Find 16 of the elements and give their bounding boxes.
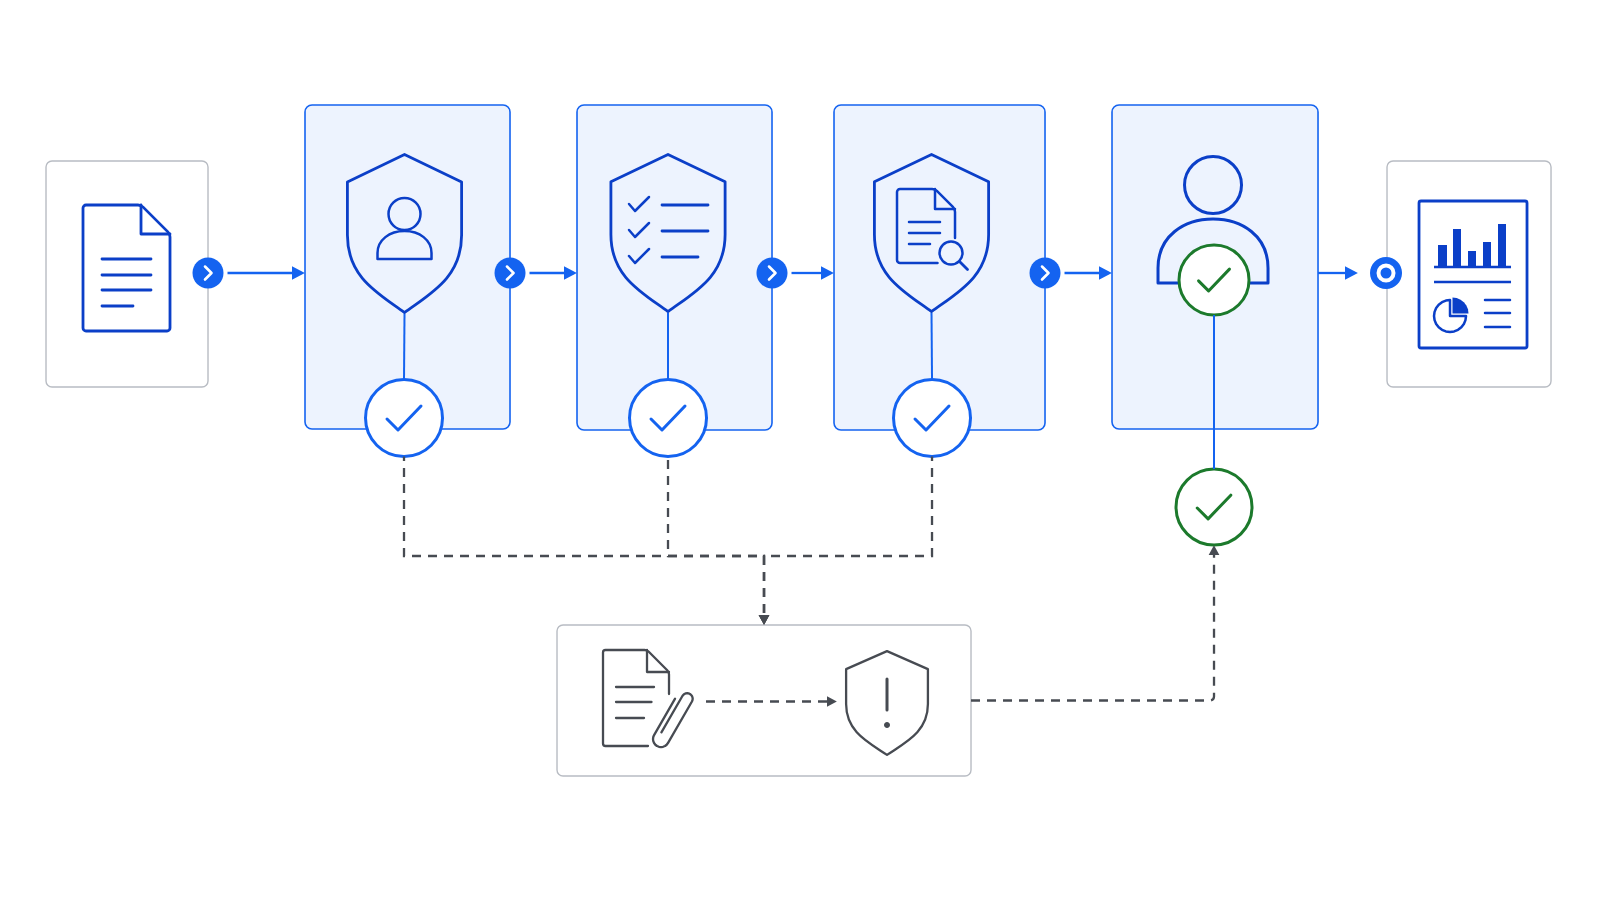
card — [1386, 160, 1552, 388]
document-attachment-icon — [601, 648, 694, 749]
card — [556, 624, 972, 777]
card — [45, 160, 209, 388]
connector-line — [667, 312, 669, 381]
panel — [576, 104, 773, 431]
shield-document-icon — [873, 153, 990, 313]
shield-checklist-icon — [609, 153, 727, 313]
shield-user-icon — [346, 153, 463, 314]
connector-line — [1213, 314, 1215, 470]
panel — [304, 104, 511, 430]
connector-line — [930, 312, 933, 381]
connector-line — [403, 313, 406, 381]
shield-alert-icon — [844, 649, 930, 757]
panel — [1111, 104, 1319, 430]
panel — [833, 104, 1046, 431]
